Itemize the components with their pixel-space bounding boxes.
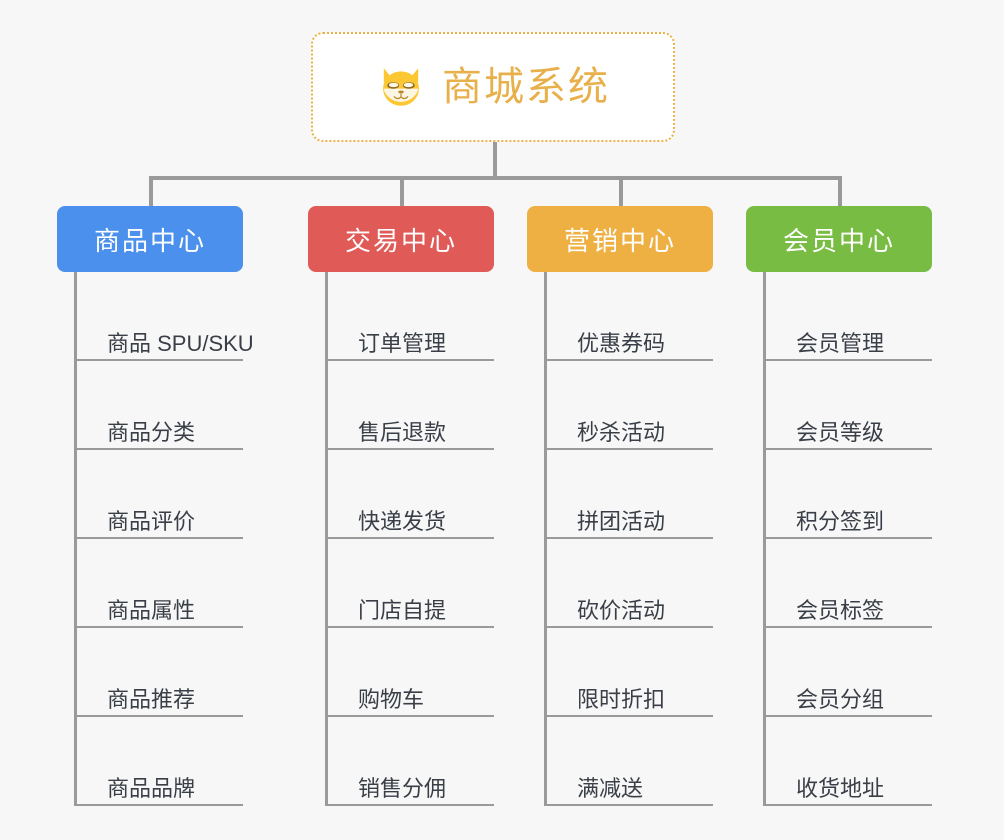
list-item[interactable]: 售后退款: [328, 361, 494, 450]
list-item-label: 会员管理: [796, 331, 885, 356]
list-item[interactable]: 快递发货: [328, 450, 494, 539]
list-item-label: 商品评价: [107, 509, 196, 534]
list-item-label: 限时折扣: [577, 687, 666, 712]
category-column-2: 交易中心 订单管理 售后退款 快递发货 门店自提 购物车 销售分佣: [308, 206, 494, 806]
list-item[interactable]: 砍价活动: [547, 539, 713, 628]
category-column-1: 商品中心 商品 SPU/SKU 商品分类 商品评价 商品属性 商品推荐 商品品牌: [57, 206, 254, 806]
category-header-1[interactable]: 商品中心: [57, 206, 243, 272]
list-item[interactable]: 拼团活动: [547, 450, 713, 539]
category-header-label-1: 商品中心: [93, 225, 206, 256]
connector-root-vertical: [493, 142, 497, 179]
category-items-1: 商品 SPU/SKU 商品分类 商品评价 商品属性 商品推荐 商品品牌: [74, 272, 254, 806]
list-item[interactable]: 商品品牌: [77, 717, 243, 806]
list-item[interactable]: 销售分佣: [328, 717, 494, 806]
list-item[interactable]: 门店自提: [328, 539, 494, 628]
list-item-label: 商品分类: [107, 420, 196, 445]
category-header-3[interactable]: 营销中心: [527, 206, 713, 272]
list-item-label: 会员等级: [796, 420, 885, 445]
list-item[interactable]: 商品属性: [77, 539, 243, 628]
category-header-4[interactable]: 会员中心: [746, 206, 932, 272]
list-item[interactable]: 满减送: [547, 717, 713, 806]
list-item-label: 拼团活动: [577, 509, 666, 534]
list-item[interactable]: 订单管理: [328, 272, 494, 361]
list-item-label: 秒杀活动: [577, 420, 666, 445]
connector-drop-4: [838, 176, 842, 209]
list-item[interactable]: 优惠券码: [547, 272, 713, 361]
shiba-dog-icon: [383, 68, 419, 106]
root-node-title: 商城系统: [442, 65, 610, 109]
list-item[interactable]: 会员管理: [766, 272, 932, 361]
root-node-content: 商城系统: [376, 62, 610, 112]
list-item-label: 购物车: [358, 687, 425, 712]
list-item[interactable]: 会员等级: [766, 361, 932, 450]
list-item[interactable]: 商品 SPU/SKU: [77, 272, 254, 361]
list-item-label: 满减送: [577, 776, 644, 801]
list-item[interactable]: 会员标签: [766, 539, 932, 628]
list-item-label: 商品推荐: [107, 687, 196, 712]
list-item[interactable]: 购物车: [328, 628, 494, 717]
connector-drop-3: [619, 176, 623, 209]
list-item-label: 售后退款: [358, 420, 447, 445]
list-item-label: 积分签到: [796, 509, 885, 534]
list-item[interactable]: 商品分类: [77, 361, 243, 450]
list-item-label: 收货地址: [796, 776, 885, 801]
list-item-label: 订单管理: [358, 331, 447, 356]
category-header-label-3: 营销中心: [563, 225, 676, 256]
category-header-2[interactable]: 交易中心: [308, 206, 494, 272]
list-item[interactable]: 收货地址: [766, 717, 932, 806]
category-header-label-4: 会员中心: [782, 225, 895, 256]
connector-drop-2: [400, 176, 404, 209]
category-items-4: 会员管理 会员等级 积分签到 会员标签 会员分组 收货地址: [763, 272, 932, 806]
root-node-mall-system[interactable]: 商城系统: [311, 32, 675, 142]
list-item-label: 优惠券码: [577, 331, 666, 356]
list-item-label: 快递发货: [358, 509, 447, 534]
list-item-label: 砍价活动: [577, 598, 666, 623]
category-column-3: 营销中心 优惠券码 秒杀活动 拼团活动 砍价活动 限时折扣 满减送: [527, 206, 713, 806]
connector-horizontal-bus: [149, 176, 842, 180]
list-item-label: 商品品牌: [107, 776, 196, 801]
list-item[interactable]: 秒杀活动: [547, 361, 713, 450]
list-item-label: 商品属性: [107, 598, 196, 623]
list-item[interactable]: 商品评价: [77, 450, 243, 539]
list-item-label: 会员标签: [796, 598, 885, 623]
list-item-label: 销售分佣: [358, 776, 447, 801]
category-header-label-2: 交易中心: [344, 225, 457, 256]
connector-drop-1: [149, 176, 153, 209]
list-item[interactable]: 限时折扣: [547, 628, 713, 717]
category-items-3: 优惠券码 秒杀活动 拼团活动 砍价活动 限时折扣 满减送: [544, 272, 713, 806]
list-item-label: 门店自提: [358, 598, 447, 623]
category-items-2: 订单管理 售后退款 快递发货 门店自提 购物车 销售分佣: [325, 272, 494, 806]
list-item[interactable]: 商品推荐: [77, 628, 243, 717]
list-item-label: 商品 SPU/SKU: [107, 331, 254, 356]
list-item-label: 会员分组: [796, 687, 885, 712]
category-column-4: 会员中心 会员管理 会员等级 积分签到 会员标签 会员分组 收货地址: [746, 206, 932, 806]
list-item[interactable]: 积分签到: [766, 450, 932, 539]
list-item[interactable]: 会员分组: [766, 628, 932, 717]
